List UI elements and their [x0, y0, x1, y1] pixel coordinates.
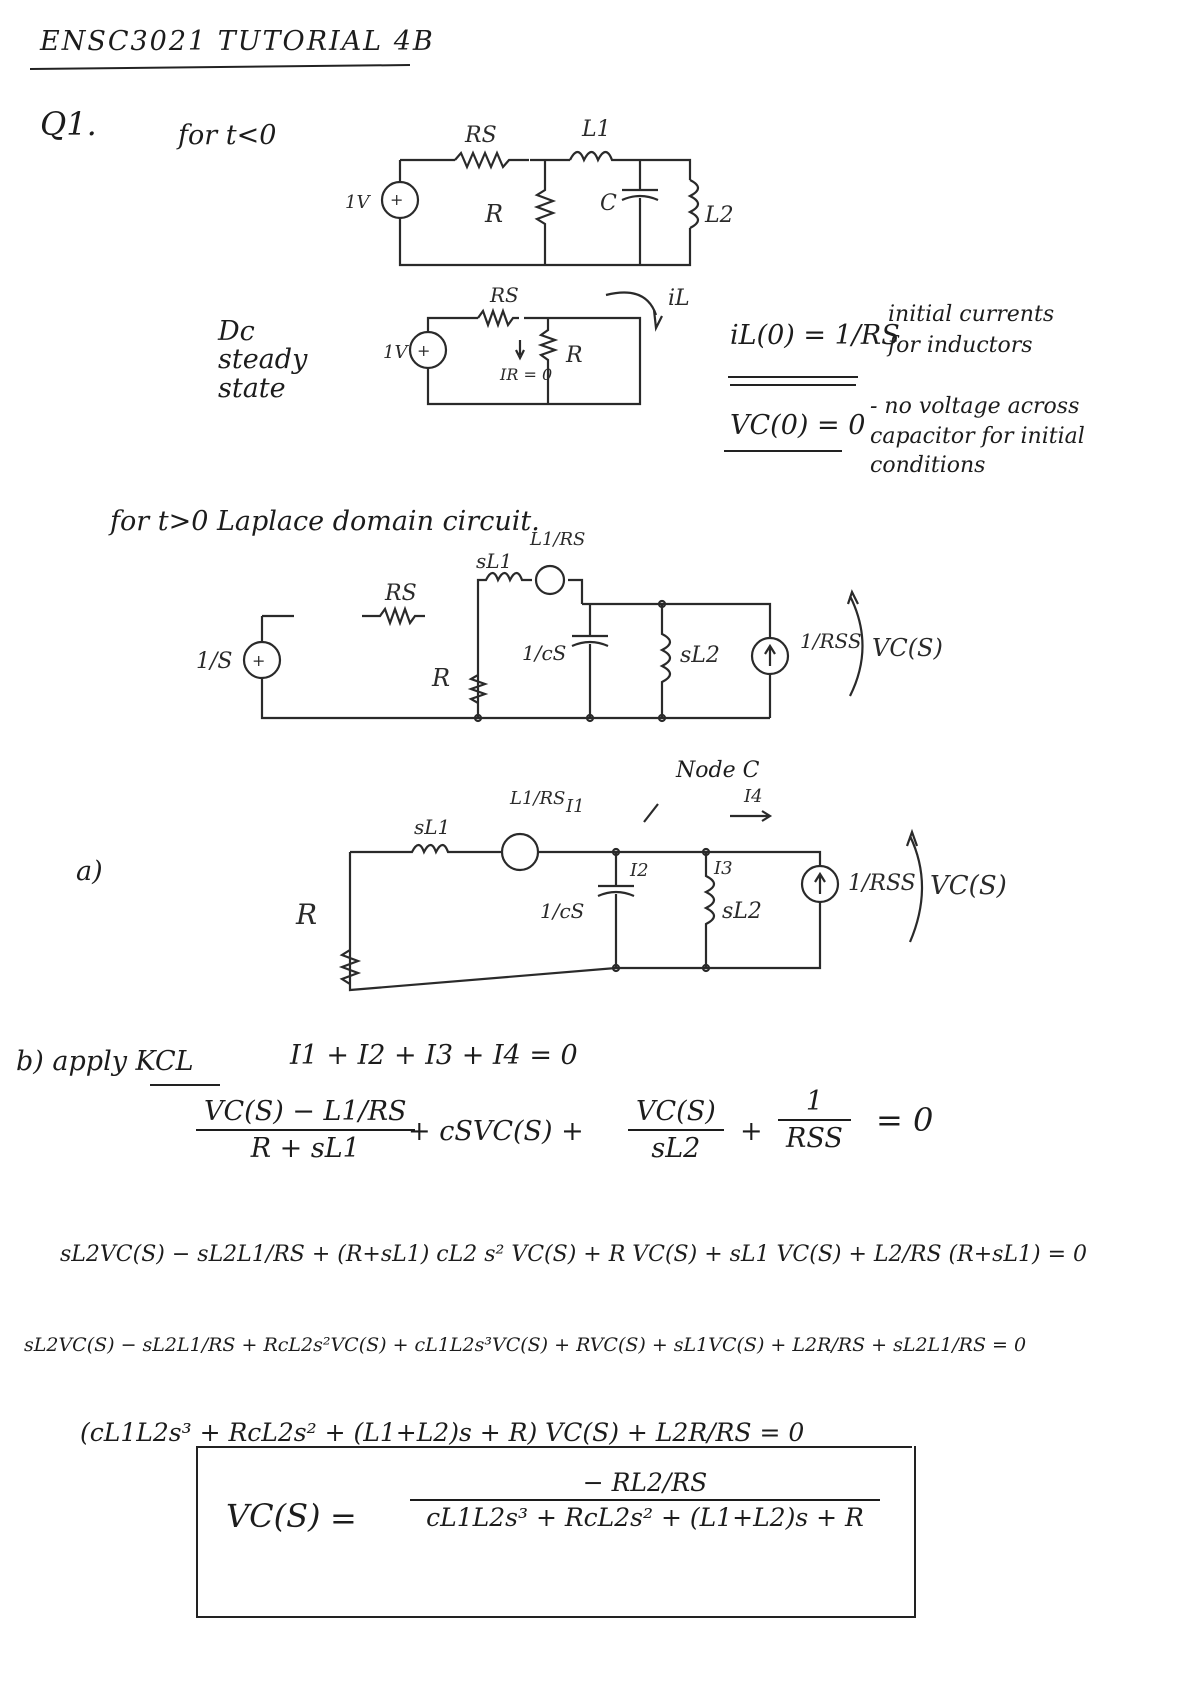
eq1-term4: 1 RSS — [778, 1084, 851, 1156]
svg-text:1V: 1V — [345, 192, 371, 213]
eq4: (cL1L2s³ + RcL2s² + (L1+L2)s + R) VC(S) … — [80, 1418, 805, 1447]
final-lhs: VC(S) — [226, 1497, 321, 1535]
svg-text:RS: RS — [489, 283, 519, 307]
eq1-term3-numerator: VC(S) — [628, 1094, 724, 1131]
part-b-label: b) apply KCL — [16, 1046, 194, 1077]
svg-text:I2: I2 — [629, 860, 649, 881]
eq1-rhs: = 0 — [876, 1101, 934, 1139]
eq1-term4-denominator: RSS — [786, 1123, 843, 1154]
condition-t-negative: for t<0 — [178, 120, 277, 151]
final-denominator: cL1L2s³ + RcL2s² + (L1+L2)s + R — [426, 1503, 864, 1532]
inductor-initial-current: iL(0) = 1/RS — [730, 320, 900, 351]
final-fraction: − RL2/RS cL1L2s³ + RcL2s² + (L1+L2)s + R — [410, 1466, 880, 1534]
svg-text:sL1: sL1 — [476, 549, 512, 573]
underline-ic — [728, 376, 858, 378]
svg-text:1V: 1V — [383, 342, 409, 363]
result-box — [196, 1446, 916, 1618]
svg-text:1/cS: 1/cS — [540, 899, 584, 923]
question-label: Q1. — [40, 105, 97, 143]
svg-text:I1: I1 — [565, 796, 585, 817]
svg-text:1/cS: 1/cS — [522, 641, 566, 665]
kcl-equation: I1 + I2 + I3 + I4 = 0 — [290, 1040, 578, 1071]
dc-steady-state-label: Dc steady state — [218, 316, 308, 404]
underline-vc — [724, 450, 842, 452]
eq1-term1-numerator: VC(S) − L1/RS — [196, 1094, 415, 1131]
result-box-top — [196, 1446, 912, 1448]
node-c-label: Node C — [676, 758, 760, 783]
svg-text:VC(S): VC(S) — [872, 634, 943, 662]
svg-text:+: + — [417, 341, 430, 360]
svg-text:sL1: sL1 — [414, 815, 450, 839]
resistor-rs — [454, 150, 529, 170]
svg-text:R: R — [484, 200, 503, 228]
eq1-term4-numerator: 1 — [778, 1084, 851, 1121]
svg-text:R: R — [431, 664, 450, 692]
eq1-term1-denominator: R + sL1 — [250, 1133, 360, 1164]
part-a-label: a) — [76, 856, 103, 887]
eq1-term3: VC(S) sL2 — [628, 1094, 724, 1166]
final-numerator: − RL2/RS — [410, 1466, 880, 1501]
capacitor-initial-voltage: VC(0) = 0 — [730, 410, 866, 441]
note-inductor-currents: initial currents for inductors — [888, 302, 1055, 358]
eq1-term1: VC(S) − L1/RS R + sL1 — [196, 1094, 415, 1166]
note-capacitor-voltage: - no voltage across capacitor for initia… — [870, 394, 1085, 479]
eq1-plus: + — [740, 1116, 763, 1147]
svg-text:I4: I4 — [743, 786, 763, 807]
final-equals: = — [330, 1499, 357, 1537]
eq1-term2: + cSVC(S) + — [408, 1116, 584, 1147]
svg-text:L1: L1 — [581, 117, 611, 142]
svg-text:RS: RS — [384, 581, 417, 606]
page-title: ENSC3021 TUTORIAL 4B — [40, 26, 435, 57]
svg-text:VC(S): VC(S) — [930, 871, 1007, 901]
svg-text:L2: L2 — [704, 203, 734, 228]
svg-text:RS: RS — [464, 123, 497, 148]
svg-text:sL2: sL2 — [680, 643, 720, 668]
inductor-l1 — [569, 150, 625, 163]
svg-text:R: R — [565, 343, 583, 368]
svg-text:1/RSS: 1/RSS — [848, 871, 916, 896]
svg-text:sL2: sL2 — [722, 899, 762, 924]
eq3: sL2VC(S) − sL2L1/RS + RcL2s²VC(S) + cL1L… — [24, 1334, 1027, 1356]
svg-text:1/RSS: 1/RSS — [800, 629, 862, 653]
svg-text:+: + — [252, 651, 265, 670]
underline-kcl — [150, 1084, 220, 1086]
svg-text:R: R — [295, 898, 317, 931]
svg-text:1/S: 1/S — [196, 649, 232, 674]
eq2: sL2VC(S) − sL2L1/RS + (R+sL1) cL2 s² VC(… — [60, 1242, 1088, 1267]
underline-ic-2 — [730, 384, 856, 386]
svg-text:I3: I3 — [713, 858, 733, 879]
svg-text:IR = 0: IR = 0 — [499, 365, 552, 384]
eq1-term3-denominator: sL2 — [651, 1133, 701, 1164]
svg-text:L1/RS: L1/RS — [509, 788, 565, 809]
svg-text:L1/RS: L1/RS — [529, 529, 585, 550]
condition-t-positive: for t>0 Laplace domain circuit. — [110, 506, 540, 537]
svg-text:iL: iL — [668, 286, 690, 311]
svg-text:+: + — [390, 190, 403, 209]
svg-text:C: C — [600, 191, 617, 216]
